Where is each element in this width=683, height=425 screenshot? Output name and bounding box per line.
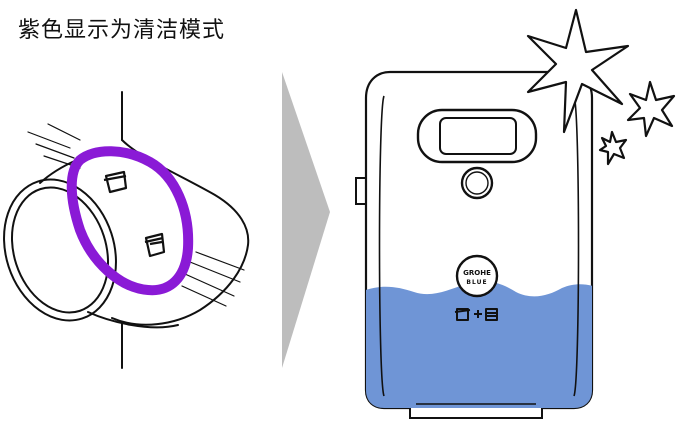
device: GROHE BLUE <box>355 70 594 419</box>
transition-arrow <box>282 72 330 368</box>
water-fill <box>366 281 592 408</box>
faucet-a-icon <box>103 170 128 194</box>
sparkle-icon <box>526 8 676 166</box>
page-title: 紫色显示为清洁模式 <box>18 18 226 43</box>
logo-line1: GROHE <box>463 269 491 277</box>
faucet-a-plus-b-icon <box>454 308 498 321</box>
faucet-b-icon <box>144 232 166 258</box>
logo-badge <box>455 254 499 298</box>
purple-ring <box>66 146 194 296</box>
logo-line2: BLUE <box>466 279 487 286</box>
faucet-handle-illustration <box>3 91 250 369</box>
